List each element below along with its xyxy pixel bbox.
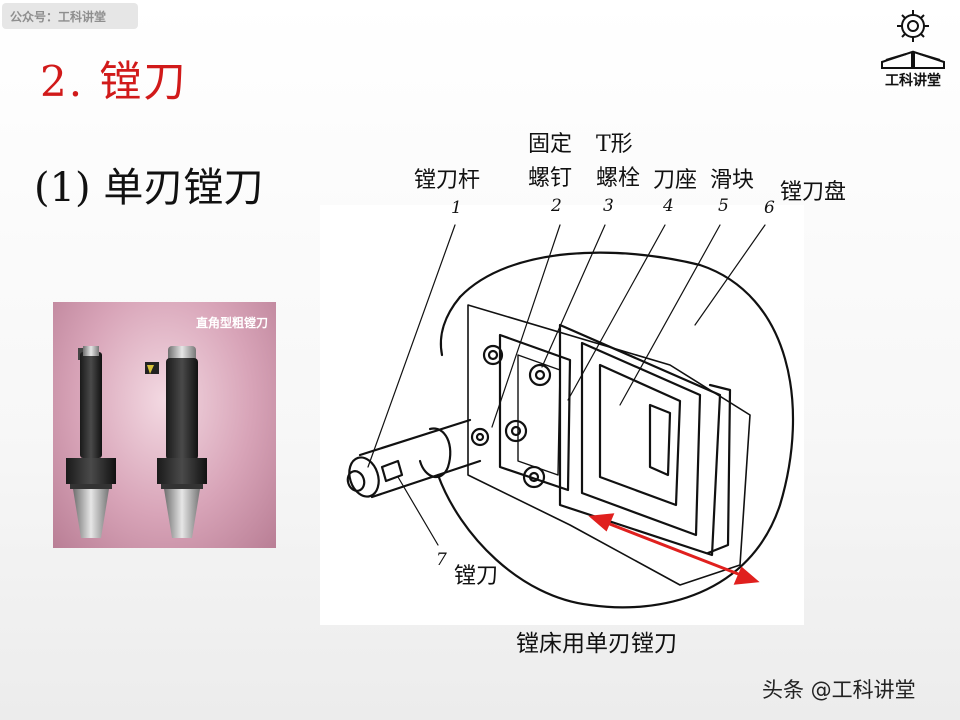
boring-head-drawing <box>346 224 795 609</box>
gear-book-icon <box>881 10 945 69</box>
number-2: 2 <box>551 196 562 216</box>
section-heading: 2. 镗刀 <box>40 57 188 106</box>
logo: 工科讲堂 <box>876 4 950 90</box>
tool-holders-image <box>66 346 207 538</box>
boring-tool-photo: 直角型粗镗刀 <box>53 302 276 548</box>
number-7: 7 <box>436 550 447 570</box>
label-fixing-screw-1: 固定 <box>528 132 573 157</box>
label-t-bolt-1: T形 <box>596 132 633 157</box>
number-4: 4 <box>663 196 674 216</box>
label-tool-seat: 刀座 <box>653 168 698 193</box>
photo-label: 直角型粗镗刀 <box>195 316 268 330</box>
watermark: 公众号：工科讲堂 <box>2 3 138 29</box>
label-slide-block: 滑块 <box>710 168 755 193</box>
number-3: 3 <box>603 196 614 216</box>
number-1: 1 <box>451 198 462 218</box>
label-boring-disc: 镗刀盘 <box>780 180 847 205</box>
logo-text: 工科讲堂 <box>885 73 941 89</box>
label-fixing-screw-2: 螺钉 <box>528 166 573 191</box>
label-t-bolt-2: 螺栓 <box>596 166 641 191</box>
label-boring-tool: 镗刀 <box>454 564 499 589</box>
number-6: 6 <box>764 198 775 218</box>
subsection-heading: (1) 单刃镗刀 <box>34 165 264 211</box>
boring-head-diagram <box>320 205 804 625</box>
label-boring-bar: 镗刀杆 <box>414 168 481 193</box>
number-5: 5 <box>718 196 729 216</box>
diagram-caption: 镗床用单刃镗刀 <box>516 631 677 657</box>
source-credit: 头条 @工科讲堂 <box>762 678 916 702</box>
